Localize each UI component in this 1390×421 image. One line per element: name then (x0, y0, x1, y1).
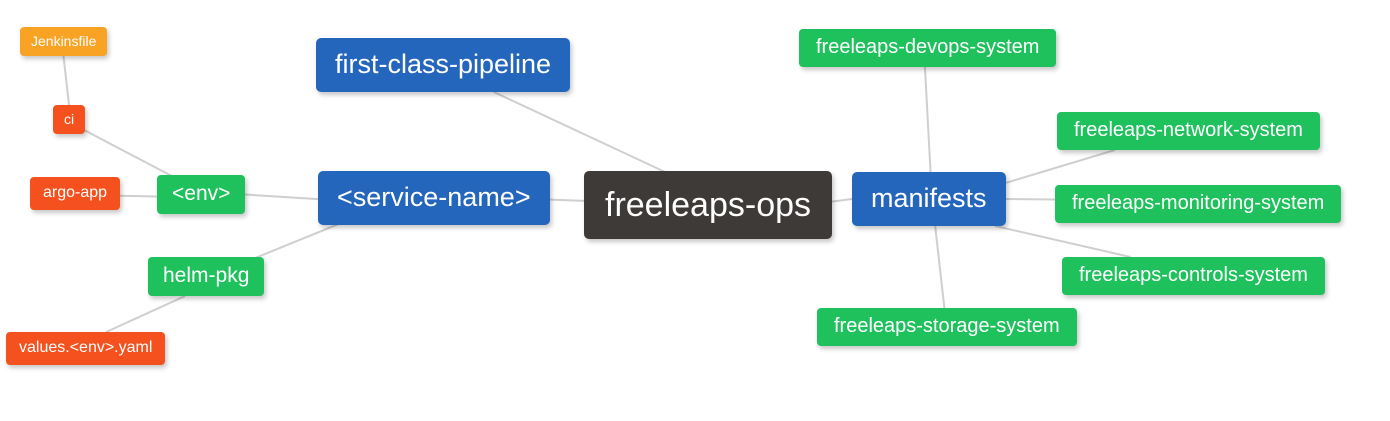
node-freeleaps-storage-system[interactable]: freeleaps-storage-system (817, 308, 1077, 346)
node-label: <service-name> (337, 182, 531, 212)
node-label: ci (64, 111, 75, 127)
node-label: freeleaps-controls-system (1079, 264, 1308, 286)
node-label: manifests (871, 183, 987, 213)
node-helm-pkg[interactable]: helm-pkg (148, 257, 265, 296)
node-first-class-pipeline[interactable]: first-class-pipeline (316, 38, 571, 92)
node-label: values.<env>.yaml (19, 339, 153, 356)
node-label: freeleaps-network-system (1074, 119, 1303, 141)
node-ci[interactable]: ci (53, 105, 86, 134)
node-freeleaps-monitoring-system[interactable]: freeleaps-monitoring-system (1055, 185, 1342, 223)
node-argo-app[interactable]: argo-app (30, 177, 121, 210)
node-freeleaps-network-system[interactable]: freeleaps-network-system (1057, 112, 1320, 150)
node-label: <env> (172, 182, 231, 205)
node-env[interactable]: <env> (157, 175, 246, 214)
node-manifests[interactable]: manifests (852, 172, 1006, 226)
node-label: freeleaps-devops-system (816, 36, 1040, 58)
node-label: freeleaps-storage-system (834, 315, 1060, 337)
node-label: first-class-pipeline (335, 49, 552, 79)
node-freeleaps-controls-system[interactable]: freeleaps-controls-system (1062, 257, 1325, 295)
node-label: freeleaps-monitoring-system (1072, 192, 1325, 214)
node-jenkinsfile[interactable]: Jenkinsfile (20, 27, 108, 56)
node-label: helm-pkg (163, 264, 250, 287)
node-freeleaps-ops-root[interactable]: freeleaps-ops (584, 171, 833, 240)
node-values-env-yaml[interactable]: values.<env>.yaml (6, 332, 166, 365)
node-label: freeleaps-ops (605, 186, 812, 224)
node-label: Jenkinsfile (31, 33, 97, 49)
node-freeleaps-devops-system[interactable]: freeleaps-devops-system (799, 29, 1057, 67)
node-service-name[interactable]: <service-name> (318, 171, 550, 225)
node-label: argo-app (43, 184, 108, 201)
